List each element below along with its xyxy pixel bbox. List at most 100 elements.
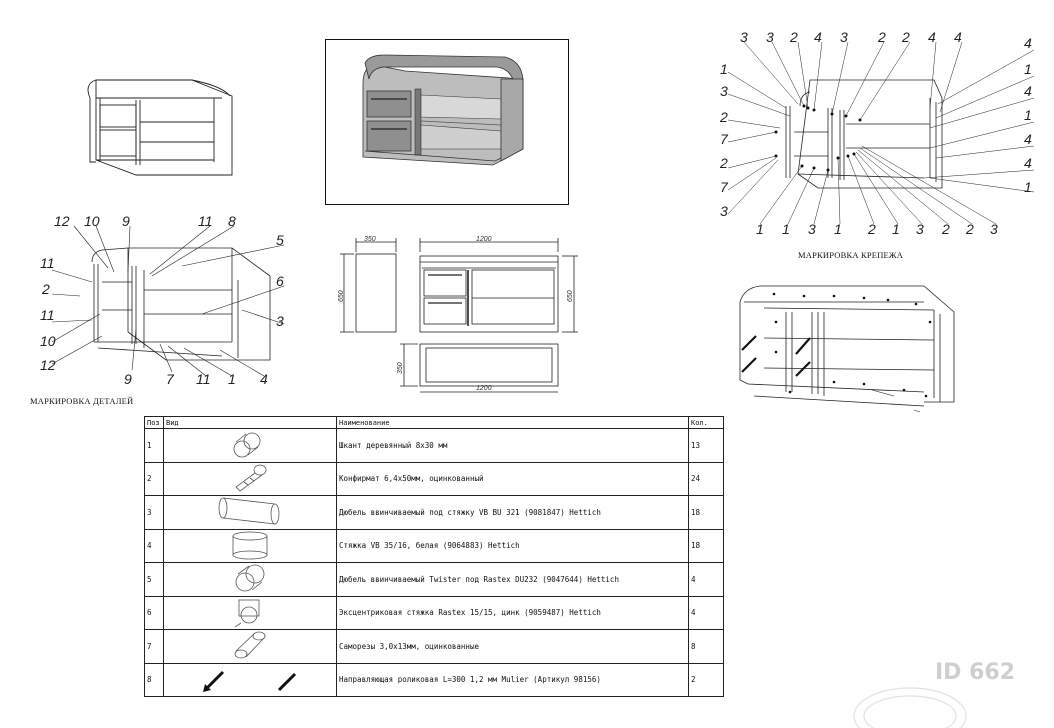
- cabinet-render-view: [325, 39, 569, 205]
- fast-label-right-4: 1: [1024, 107, 1032, 123]
- fast-label-top-9: 4: [954, 29, 962, 45]
- fast-label-top-6: 2: [877, 29, 886, 45]
- header-name: Наименование: [336, 416, 689, 429]
- fast-label-right-5: 4: [1024, 131, 1032, 147]
- confirmat-screw-icon: [235, 464, 267, 492]
- header-pos: Поз: [144, 416, 164, 429]
- table-row: 6 Эксцентриковая стяжка Rastex 15/15, ци…: [144, 595, 724, 630]
- row-pos: 3: [144, 495, 164, 530]
- row-pos: 5: [144, 562, 164, 597]
- parts-label-top-4: 11: [198, 213, 213, 229]
- row-name: Конфирмат 6,4х50мм, оцинкованный: [336, 461, 689, 496]
- row-qty: 4: [688, 562, 724, 597]
- fast-label-bottom-10: 3: [990, 221, 998, 237]
- fast-label-left-1: 1: [720, 61, 728, 77]
- parts-label-left-5: 12: [40, 357, 56, 373]
- fast-label-left-5: 2: [719, 155, 728, 171]
- table-row: 1 Шкант деревянный 8х30 мм 13: [144, 428, 724, 463]
- connector-cam-icon: [232, 531, 268, 560]
- exploded-assembly-view: [739, 285, 955, 413]
- dim-top-width: 1200: [476, 385, 492, 392]
- parts-label-left-3: 11: [40, 307, 55, 323]
- fast-label-right-3: 4: [1024, 83, 1032, 99]
- row-name: Эксцентриковая стяжка Rastex 15/15, цинк…: [336, 595, 689, 630]
- parts-label-right-2: 3: [276, 313, 284, 329]
- fast-label-top-5: 3: [840, 29, 848, 45]
- parts-label-left-2: 2: [41, 281, 50, 297]
- fastener-marking-diagram: 3 3 2 4 3 2 2 4 4 1 3 2 7 2 7 3 4 1 4 1 …: [719, 29, 1035, 237]
- parts-label-top-1: 12: [54, 213, 70, 229]
- roller-guide-icon: [203, 670, 297, 692]
- parts-marking-caption: МАРКИРОВКА ДЕТАЛЕЙ: [30, 396, 134, 406]
- row-name: Шкант деревянный 8х30 мм: [336, 428, 689, 463]
- row-qty: 24: [688, 461, 724, 496]
- dimension-drawings: 350 650 1200 650 350 1200: [338, 236, 578, 393]
- row-name: Стяжка VB 35/16, белая (9064883) Hettich: [336, 528, 689, 563]
- table-row: 2 Конфирмат 6,4х50мм, оцинкованный 24: [144, 461, 724, 496]
- fast-label-bottom-8: 2: [941, 221, 950, 237]
- dim-front-width: 1200: [476, 236, 492, 243]
- fast-label-bottom-4: 1: [834, 221, 842, 237]
- fast-label-bottom-3: 3: [808, 221, 816, 237]
- row-qty: 8: [688, 629, 724, 664]
- fast-label-right-1: 4: [1024, 35, 1032, 51]
- fast-label-bottom-9: 2: [965, 221, 974, 237]
- row-qty: 4: [688, 595, 724, 630]
- parts-label-bottom-5: 4: [260, 371, 268, 387]
- fast-label-top-4: 4: [814, 29, 822, 45]
- row-name: Направляющая роликовая L=300 1,2 мм Muli…: [336, 662, 689, 697]
- fastener-marking-caption: МАРКИРОВКА КРЕПЕЖА: [798, 250, 904, 260]
- row-qty: 18: [688, 528, 724, 563]
- table-row: 8 Направляющая роликовая L=300 1,2 мм Mu…: [144, 662, 724, 697]
- header-view: Вид: [163, 416, 337, 429]
- fast-label-top-8: 4: [928, 29, 936, 45]
- fast-label-left-6: 7: [720, 179, 729, 195]
- fast-label-right-7: 1: [1024, 179, 1032, 195]
- fast-label-left-3: 2: [719, 109, 728, 125]
- table-row: 4 Стяжка VB 35/16, белая (9064883) Hetti…: [144, 528, 724, 563]
- row-qty: 2: [688, 662, 724, 697]
- fast-label-bottom-1: 1: [756, 221, 764, 237]
- fast-label-top-7: 2: [901, 29, 910, 45]
- parts-label-bottom-2: 7: [166, 371, 175, 387]
- fast-label-left-4: 7: [720, 131, 729, 147]
- screw-in-dowel-icon: [218, 497, 280, 525]
- dim-top-depth: 350: [397, 362, 404, 374]
- fasteners-spec-table: Поз Вид Наименование Кол. 1 Шкант деревя…: [144, 416, 724, 697]
- fast-label-top-3: 2: [789, 29, 798, 45]
- parts-label-bottom-4: 1: [228, 371, 236, 387]
- dim-side-depth: 350: [364, 236, 376, 243]
- row-pos: 8: [144, 662, 164, 697]
- wood-screw-icon: [234, 631, 266, 659]
- row-pos: 6: [144, 595, 164, 630]
- watermark-id: ID 662: [935, 660, 1016, 685]
- parts-label-top-6: 5: [276, 232, 284, 248]
- fast-label-top-1: 3: [740, 29, 748, 45]
- fast-label-top-2: 3: [766, 29, 774, 45]
- table-row: 7 Саморезы 3,0х13мм, оцинкованные 8: [144, 629, 724, 664]
- row-qty: 13: [688, 428, 724, 463]
- cabinet-line-view: [87, 79, 233, 176]
- header-qty: Кол.: [688, 416, 724, 429]
- parts-marking-diagram: 12 10 9 11 8 5 11 2 11 10 12 6 3 9 7 11 …: [40, 213, 285, 387]
- watermark-stamp: [853, 687, 967, 728]
- row-pos: 4: [144, 528, 164, 563]
- row-pos: 2: [144, 461, 164, 496]
- parts-label-top-3: 9: [122, 213, 130, 229]
- parts-label-left-1: 11: [40, 255, 55, 271]
- fast-label-bottom-6: 1: [892, 221, 900, 237]
- row-name: Дюбель ввинчиваемый под стяжку VB BU 321…: [336, 495, 689, 530]
- fast-label-bottom-7: 3: [916, 221, 924, 237]
- table-header-row: Поз Вид Наименование Кол.: [144, 416, 724, 429]
- parts-label-top-2: 10: [84, 213, 100, 229]
- twister-dowel-icon: [235, 564, 265, 592]
- fast-label-right-6: 4: [1024, 155, 1032, 171]
- row-name: Саморезы 3,0х13мм, оцинкованные: [336, 629, 689, 664]
- dim-side-height: 650: [338, 290, 345, 302]
- fast-label-bottom-2: 1: [782, 221, 790, 237]
- table-row: 5 Дюбель ввинчиваемый Twister под Rastex…: [144, 562, 724, 597]
- fast-label-right-2: 1: [1024, 61, 1032, 77]
- fast-label-bottom-5: 2: [867, 221, 876, 237]
- row-name: Дюбель ввинчиваемый Twister под Rastex D…: [336, 562, 689, 597]
- row-pos: 1: [144, 428, 164, 463]
